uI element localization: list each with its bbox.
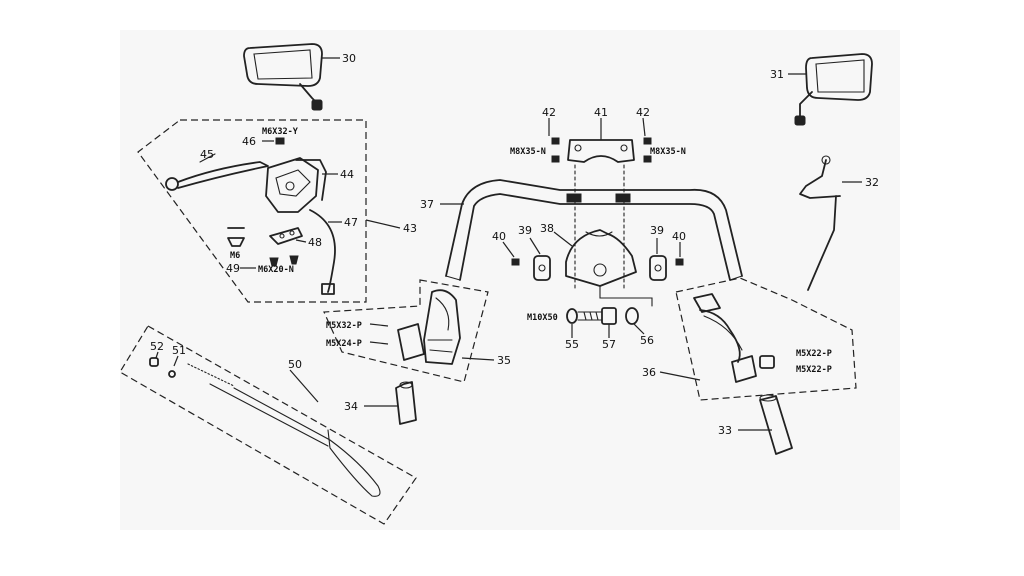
callout-40-left: 40: [492, 230, 506, 243]
brake-switch-cable: [309, 209, 342, 295]
group-35-outline: [323, 279, 489, 383]
riser-39-right: [649, 238, 667, 281]
spec-m5x32p: M5X32-P: [326, 321, 362, 331]
spec-m6x32y: M6X32-Y: [262, 127, 299, 137]
clamp-plate: [553, 229, 637, 287]
throttle-spring-cable: [149, 351, 381, 497]
spec-m5x22p-bottom: M5X22-P: [796, 365, 832, 375]
spec-m5x24p: M5X24-P: [326, 339, 362, 349]
callout-46: 46: [242, 135, 256, 148]
callout-55: 55: [565, 338, 579, 351]
callout-39-left: 39: [518, 224, 532, 237]
bolts-42: [548, 117, 652, 163]
bolts-40: [502, 241, 684, 266]
left-grip: [364, 381, 417, 425]
clamp-48: [269, 227, 307, 245]
group-50-outline: [119, 325, 417, 525]
mount-bolt-set: [566, 285, 653, 338]
background-panel: [120, 30, 900, 530]
right-switch-housing: [659, 293, 775, 383]
callout-39-right: 39: [650, 224, 664, 237]
callout-57: 57: [602, 338, 616, 351]
callout-35: 35: [497, 354, 511, 367]
group-36-outline: [675, 277, 857, 401]
callout-52: 52: [150, 340, 164, 353]
callout-50: 50: [288, 358, 302, 371]
callout-34: 34: [344, 400, 358, 413]
leader-43: [365, 219, 401, 229]
callout-40-right: 40: [672, 230, 686, 243]
lever-bracket: [265, 157, 338, 213]
right-mirror: [788, 53, 873, 126]
brake-lever: [165, 153, 269, 191]
throttle-cable: [799, 155, 862, 291]
callout-36: 36: [642, 366, 656, 379]
callout-49: 49: [226, 262, 240, 275]
screws-49: [240, 255, 299, 269]
nut-m6: [227, 227, 245, 247]
callout-37: 37: [420, 198, 434, 211]
spec-m6x20n: M6X20-N: [258, 265, 294, 275]
callout-42-right: 42: [636, 106, 650, 119]
callout-32: 32: [865, 176, 879, 189]
left-mirror: [243, 43, 340, 111]
callout-30: 30: [342, 52, 356, 65]
left-switch-housing: [369, 289, 495, 365]
callout-33: 33: [718, 424, 732, 437]
callout-41: 41: [594, 106, 608, 119]
callout-45: 45: [200, 148, 214, 161]
callout-51: 51: [172, 344, 186, 357]
group-43-outline: [137, 119, 367, 303]
handlebar-clamp-top: [567, 118, 635, 291]
callout-56: 56: [640, 334, 654, 347]
spec-m8x35n-right: M8X35-N: [650, 147, 686, 157]
spec-m10x50: M10X50: [527, 313, 558, 323]
riser-39-left: [529, 237, 551, 281]
callout-47: 47: [344, 216, 358, 229]
right-grip: [738, 394, 793, 455]
callout-42-left: 42: [542, 106, 556, 119]
callout-38: 38: [540, 222, 554, 235]
spec-m8x35n-left: M8X35-N: [510, 147, 546, 157]
callout-48: 48: [308, 236, 322, 249]
callout-44: 44: [340, 168, 354, 181]
callout-31: 31: [770, 68, 784, 81]
screw-46: [262, 137, 285, 145]
callout-43: 43: [403, 222, 417, 235]
spec-m6: M6: [230, 251, 240, 261]
spec-m5x22p-top: M5X22-P: [796, 349, 832, 359]
